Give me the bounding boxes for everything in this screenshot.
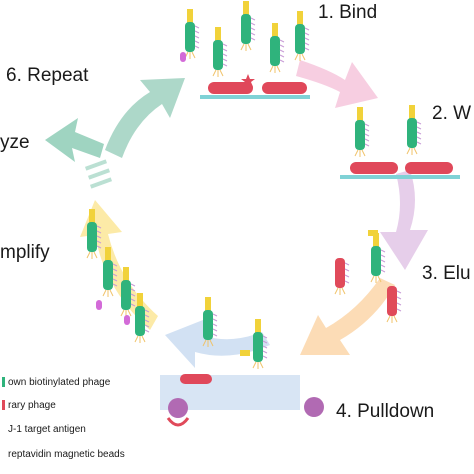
wash-surface xyxy=(340,175,460,179)
step-pulldown-label: 4. Pulldown xyxy=(336,401,435,422)
step-wash-label: 2. W xyxy=(432,103,472,124)
bind-phage-3 xyxy=(212,26,228,78)
elute-phage-1 xyxy=(334,257,350,296)
bind-star xyxy=(241,74,255,87)
bind-surface xyxy=(200,95,310,99)
repeat-arrow xyxy=(105,78,185,158)
legend-biotin-phage: own biotinylated phage xyxy=(8,377,111,388)
wash-phage-1 xyxy=(354,106,370,158)
amplify-scene xyxy=(86,208,150,344)
analyze-arrow xyxy=(45,118,104,162)
bead-right xyxy=(304,397,324,417)
elute-arrow xyxy=(300,278,395,355)
bind-antigen-left xyxy=(208,82,253,94)
pulldown-arrow xyxy=(165,318,270,368)
legend-swatches xyxy=(2,377,5,410)
legend-magnetic-beads: reptavidin magnetic beads xyxy=(8,449,125,460)
bind-phage-1 xyxy=(184,8,200,60)
bind-arrow xyxy=(296,60,378,108)
step-bind-label: 1. Bind xyxy=(318,2,378,23)
bind-antigen-right xyxy=(262,82,307,94)
step-elute-label: 3. Elu xyxy=(422,263,471,284)
elute-scene xyxy=(334,230,402,324)
bead-left xyxy=(168,398,188,418)
step-amplify-label: mplify xyxy=(0,242,50,263)
legend-swatch-library-phage xyxy=(2,400,5,410)
pulldown-scene xyxy=(166,296,324,427)
legend-library-phage: rary phage xyxy=(8,400,56,411)
bind-phage-4 xyxy=(269,22,285,74)
legend-swatch-biotin-phage xyxy=(2,377,5,387)
elute-phage-3 xyxy=(386,285,402,324)
bind-phage-2 xyxy=(240,0,256,52)
bind-phage-5 xyxy=(294,10,310,62)
wash-scene xyxy=(340,104,460,179)
step-repeat-label: 6. Repeat xyxy=(6,65,89,86)
wash-phage-2 xyxy=(406,104,422,156)
step-analyze-label: yze xyxy=(0,132,30,153)
legend-target-antigen: J-1 target antigen xyxy=(8,424,86,435)
bind-scene xyxy=(180,0,310,99)
wash-arrow xyxy=(380,170,428,270)
elute-phage-2 xyxy=(370,232,386,284)
